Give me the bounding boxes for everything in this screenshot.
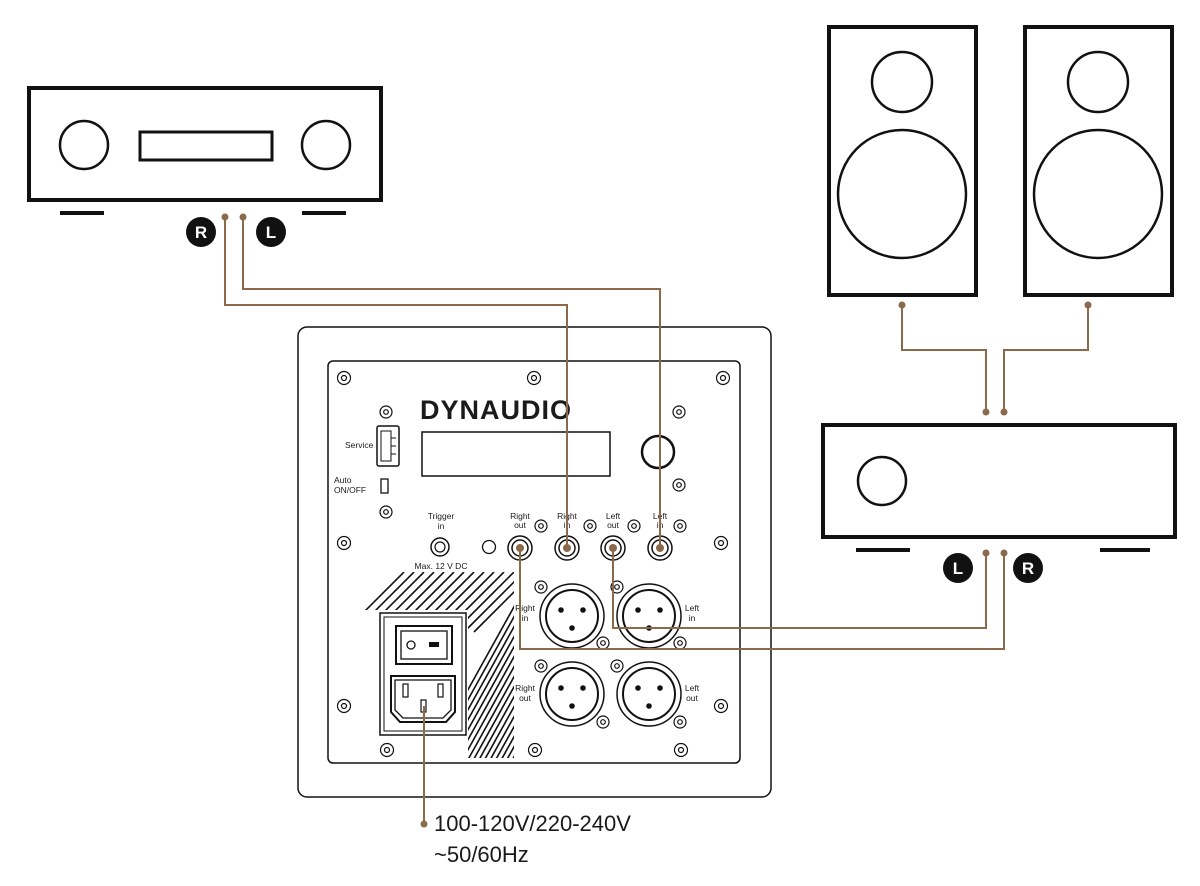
power-switch xyxy=(395,625,453,665)
source-right-badge: R xyxy=(186,217,216,247)
iec-inlet xyxy=(390,675,456,723)
rca-right-out-label-1: Right xyxy=(510,511,530,521)
auto-switch xyxy=(380,478,389,494)
brand-logo: DYNAUDIO xyxy=(420,395,572,425)
service-usb-port xyxy=(376,425,400,467)
service-label: Service xyxy=(345,440,374,450)
cable-left-out xyxy=(612,548,987,629)
svg-text:R: R xyxy=(1022,559,1034,578)
speaker-left xyxy=(827,25,978,297)
xlr-left-out-label-2: out xyxy=(686,693,698,703)
trigger-jack xyxy=(430,537,450,557)
xlr-right-out-label-2: out xyxy=(519,693,531,703)
panel-screws xyxy=(336,370,731,758)
cable-dots xyxy=(221,213,1092,828)
cables xyxy=(224,217,1089,824)
source-left-badge: L xyxy=(256,217,286,247)
xlr-left-in-label-1: Left xyxy=(685,603,700,613)
xlr-right-in xyxy=(539,583,605,649)
xlr-right-out-label-1: Right xyxy=(515,683,535,693)
xlr-left-in-label-2: in xyxy=(689,613,696,623)
trigger-label-2: in xyxy=(438,521,445,531)
cable-right-out xyxy=(519,548,1005,650)
power-module xyxy=(379,612,467,736)
svg-text:L: L xyxy=(953,559,963,578)
auto-label-1: Auto xyxy=(334,475,352,485)
auto-label-2: ON/OFF xyxy=(334,485,366,495)
rca-right-out-label-2: out xyxy=(514,520,526,530)
cable-source-right xyxy=(224,217,568,548)
panel-knob xyxy=(640,434,676,470)
xlr-left-in xyxy=(616,583,682,649)
amp-right-badge: R xyxy=(1013,553,1043,583)
xlr-left-out-label-1: Left xyxy=(685,683,700,693)
svg-text:L: L xyxy=(266,223,276,242)
xlr-right-in-label-2: in xyxy=(522,613,529,623)
rca-left-out-label-1: Left xyxy=(606,511,621,521)
cable-source-left xyxy=(242,217,661,548)
rca-left-out-label-2: out xyxy=(607,520,619,530)
max-dc-label: Max. 12 V DC xyxy=(415,561,468,571)
xlr-right-in-label-1: Right xyxy=(515,603,535,613)
led-indicator xyxy=(481,539,497,555)
svg-text:R: R xyxy=(195,223,207,242)
speaker-right xyxy=(1023,25,1174,297)
source-device: R L xyxy=(27,86,383,247)
power-frequency-label: ~50/60Hz xyxy=(434,842,529,867)
cable-speaker-right xyxy=(1003,305,1089,412)
power-voltage-label: 100-120V/220-240V xyxy=(434,811,631,836)
display-window xyxy=(421,431,611,477)
xlr-left-out xyxy=(616,661,682,727)
amp-left-badge: L xyxy=(943,553,973,583)
amplifier: L R xyxy=(821,423,1177,583)
trigger-label-1: Trigger xyxy=(428,511,455,521)
xlr-right-out xyxy=(539,661,605,727)
subwoofer-panel: DYNAUDIO Service Auto ON/OFF Trigger in … xyxy=(297,326,772,798)
cable-speaker-left xyxy=(901,305,987,412)
